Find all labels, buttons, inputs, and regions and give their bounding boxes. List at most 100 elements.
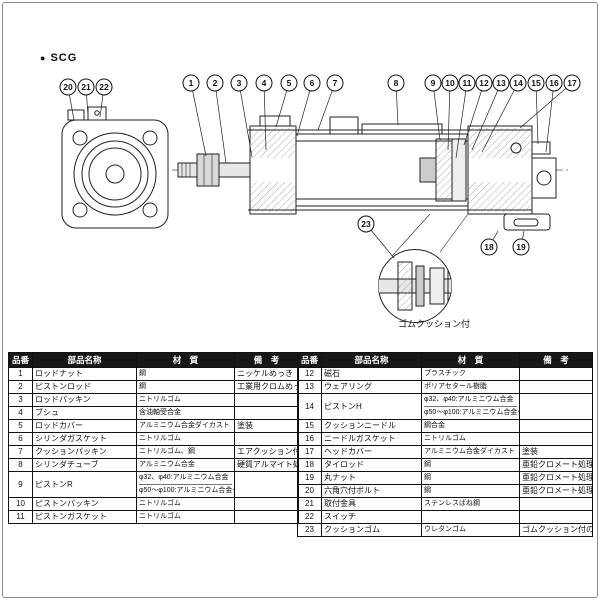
cell-name: ピストンロッド xyxy=(32,380,137,394)
cell-name: クッションゴム xyxy=(321,523,422,537)
material-line: プラスチック xyxy=(424,370,466,377)
table-header-num: 品番 xyxy=(8,352,33,368)
callout-number-2: 2 xyxy=(213,78,218,88)
flange-outline xyxy=(61,119,169,229)
detail-view: ゴムクッション付 xyxy=(378,213,470,329)
cell-remarks xyxy=(519,432,593,446)
cell-material: プラスチック xyxy=(421,367,520,381)
cell-material: 鋼合金 xyxy=(421,419,520,433)
callout-number-20: 20 xyxy=(63,82,73,92)
cell-remarks: 亜鉛クロメート処理 xyxy=(519,471,593,485)
material-line: ニトリルゴム xyxy=(139,435,181,442)
material-line: ニトリルゴム xyxy=(424,435,466,442)
cell-remarks xyxy=(234,471,299,498)
callout-number-17: 17 xyxy=(567,78,577,88)
cell-remarks xyxy=(519,419,593,433)
cell-name: 六角穴付ボルト xyxy=(321,484,422,498)
cell-name: スイッチ xyxy=(321,510,422,524)
cell-name: 取付金具 xyxy=(321,497,422,511)
cell-name: ロッドパッキン xyxy=(32,393,137,407)
callout-balloon-3 xyxy=(230,74,248,92)
material-line xyxy=(424,512,517,523)
callout-number-21: 21 xyxy=(81,82,91,92)
callout-balloon-6 xyxy=(303,74,321,92)
callout-number-6: 6 xyxy=(310,78,315,88)
rod-nut xyxy=(196,153,220,187)
material-line: ニトリルゴム xyxy=(139,500,181,507)
callout-number-16: 16 xyxy=(549,78,559,88)
callout-balloon-18 xyxy=(480,238,498,256)
cell-num: 1 xyxy=(8,367,33,381)
callout-number-3: 3 xyxy=(237,78,242,88)
cell-material: アルミニウム合金ダイカスト xyxy=(136,419,235,433)
section-view xyxy=(172,115,570,231)
cell-name: ピストンR xyxy=(32,471,137,498)
callout-balloon-12 xyxy=(475,74,493,92)
callout-number-9: 9 xyxy=(431,78,436,88)
cell-remarks: エアクッション付のみ xyxy=(234,445,299,459)
callout-balloon-20 xyxy=(59,78,77,96)
cell-name: ロッドカバー xyxy=(32,419,137,433)
cell-remarks xyxy=(234,432,299,446)
cell-remarks xyxy=(234,393,299,407)
material-line: 鋼 xyxy=(424,487,431,494)
table-row-23: 23クッションゴムウレタンゴムゴムクッション付のみ xyxy=(297,523,593,537)
callout-leader-11 xyxy=(455,82,468,159)
callout-leader-12 xyxy=(463,82,485,146)
callout-balloon-14 xyxy=(509,74,527,92)
callout-balloon-16 xyxy=(545,74,563,92)
cell-material: ウレタンゴム xyxy=(421,523,520,537)
cell-remarks xyxy=(519,380,593,394)
table-header-material: 材 質 xyxy=(136,352,235,368)
cell-num: 14 xyxy=(297,393,322,420)
detail-caption: ゴムクッション付 xyxy=(398,318,470,329)
cell-remarks xyxy=(234,406,299,420)
callout-leader-13 xyxy=(471,82,502,151)
cell-num: 12 xyxy=(297,367,322,381)
cell-name: クッションニードル xyxy=(321,419,422,433)
material-line: 鋼合金 xyxy=(424,422,445,429)
end-boss xyxy=(531,157,557,199)
material-line: φ50〜φ100:アルミニウム合金ダイカスト xyxy=(424,406,519,419)
cell-name: シリンダチューブ xyxy=(32,458,137,472)
port-boss-head-side xyxy=(329,116,359,135)
cell-remarks: 亜鉛クロメート処理 xyxy=(519,458,593,472)
cell-num: 7 xyxy=(8,445,33,459)
cell-material: ポリアセタール樹脂 xyxy=(421,380,520,394)
material-line: 鋼 xyxy=(424,474,431,481)
series-text: SCG xyxy=(50,52,78,64)
material-line: φ32、φ40:アルミニウム合金 xyxy=(139,474,229,481)
material-line: 含油軸受合金 xyxy=(139,409,181,416)
table-header-material: 材 質 xyxy=(421,352,520,368)
table-header-name: 部品名称 xyxy=(321,352,422,368)
callout-number-11: 11 xyxy=(463,78,472,88)
callout-leader-4 xyxy=(263,82,267,151)
callout-balloon-5 xyxy=(280,74,298,92)
cell-remarks xyxy=(234,497,299,511)
callout-balloon-4 xyxy=(255,74,273,92)
cell-num: 15 xyxy=(297,419,322,433)
callout-balloon-23 xyxy=(357,215,375,233)
callout-number-4: 4 xyxy=(262,78,267,88)
cell-remarks: 塗装 xyxy=(519,445,593,459)
material-line: φ50〜φ100:アルミニウム合金ダイカスト xyxy=(139,484,234,497)
cell-material: 鋼 xyxy=(421,484,520,498)
cell-num: 6 xyxy=(8,432,33,446)
callout-number-12: 12 xyxy=(479,78,489,88)
cell-num: 5 xyxy=(8,419,33,433)
cell-num: 2 xyxy=(8,380,33,394)
cell-material: ステンレスばね鋼 xyxy=(421,497,520,511)
